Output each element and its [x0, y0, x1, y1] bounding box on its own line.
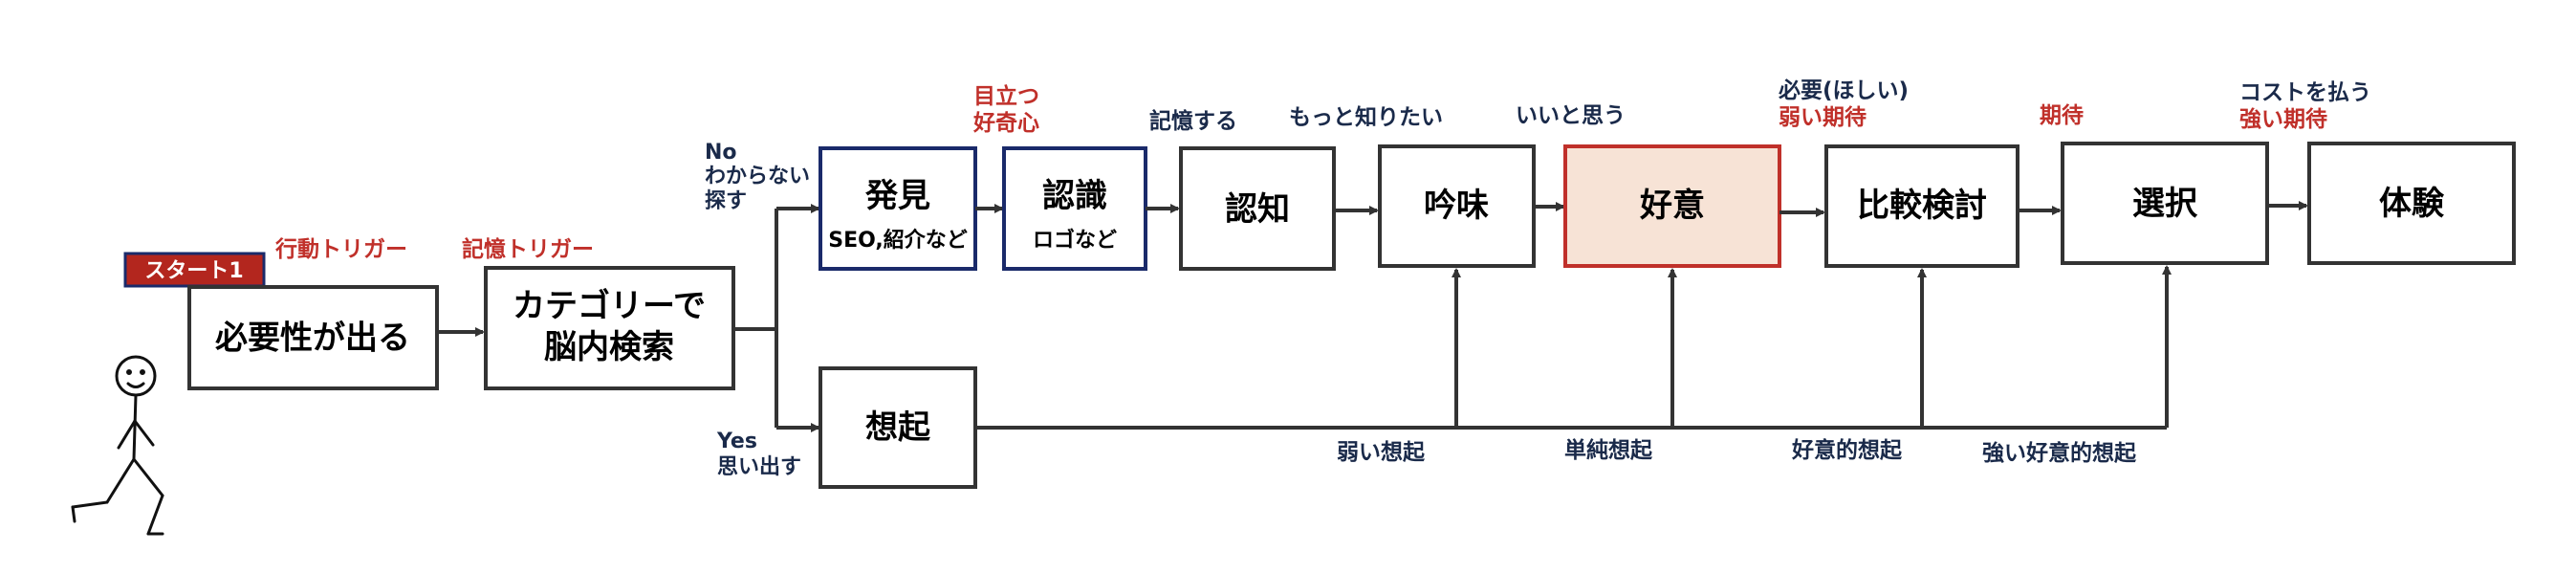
experience-box-label: 体験	[2379, 185, 2445, 223]
branch-connector	[733, 209, 778, 428]
comparison-box: 比較検討	[1824, 144, 2019, 268]
discovery-box-sublabel: SEO,紹介など	[828, 228, 967, 253]
simple-recall-label: 単純想起	[1564, 437, 1653, 463]
category-search-line1: カテゴリーで	[513, 287, 706, 325]
favorable-box: 好意	[1563, 144, 1781, 268]
consideration-box: 吟味	[1378, 144, 1536, 268]
need-box: 必要性が出る	[187, 285, 439, 390]
start-badge: スタート1	[123, 252, 266, 288]
recognition-box: 認識 ロゴなど	[1002, 146, 1147, 271]
strong-expectation-label: 強い期待	[2239, 106, 2327, 132]
recognition-box-sublabel: ロゴなど	[1033, 228, 1117, 253]
need-want-label: 必要(ほしい)	[1779, 77, 1909, 103]
weak-recall-label: 弱い想起	[1337, 440, 1426, 465]
think-good-label: いいと思う	[1516, 103, 1626, 128]
cognition-box-label: 認知	[1225, 190, 1290, 229]
start-badge-label: スタート1	[144, 259, 243, 283]
pay-cost-label: コストを払う	[2239, 80, 2371, 105]
recognition-box-label: 認識	[1042, 177, 1107, 215]
stick-figure-person-icon	[71, 355, 164, 536]
experience-box: 体験	[2307, 142, 2516, 265]
action-trigger-label: 行動トリガー	[274, 236, 407, 262]
category-search-box: カテゴリーで 脳内検索	[484, 266, 735, 390]
want-to-know-label: もっと知りたい	[1289, 104, 1443, 130]
expectation-label: 期待	[2040, 102, 2084, 128]
branch-yes-label-1: Yes	[716, 430, 757, 453]
favorable-recall-label: 好意的想起	[1791, 437, 1903, 463]
selection-box: 選択	[2061, 142, 2269, 265]
consideration-box-label: 吟味	[1424, 187, 1489, 225]
category-search-line2: 脳内検索	[544, 328, 674, 366]
weak-expectation-label: 弱い期待	[1779, 104, 1867, 130]
memory-trigger-label: 記憶トリガー	[462, 236, 594, 262]
branch-yes-label-2: 思い出す	[717, 455, 801, 479]
discovery-box: 発見 SEO,紹介など	[819, 146, 977, 271]
favorable-box-label: 好意	[1639, 187, 1705, 225]
stand-out-label-1: 目立つ	[973, 83, 1039, 109]
branch-no-label-1: No	[705, 141, 737, 165]
need-box-label: 必要性が出る	[215, 320, 410, 358]
recall-box-label: 想起	[865, 408, 931, 447]
cognition-box: 認知	[1179, 146, 1336, 271]
branch-no-label-3: 探す	[705, 188, 747, 213]
discovery-box-label: 発見	[865, 177, 930, 215]
recall-box: 想起	[819, 366, 977, 489]
selection-box-label: 選択	[2132, 185, 2198, 223]
comparison-box-label: 比較検討	[1857, 187, 1987, 225]
branch-no-label-2: わからない	[705, 165, 810, 188]
stand-out-label-2: 好奇心	[972, 110, 1039, 136]
strong-favorable-recall-label: 強い好意的想起	[1982, 440, 2137, 466]
remember-label: 記憶する	[1149, 108, 1237, 134]
